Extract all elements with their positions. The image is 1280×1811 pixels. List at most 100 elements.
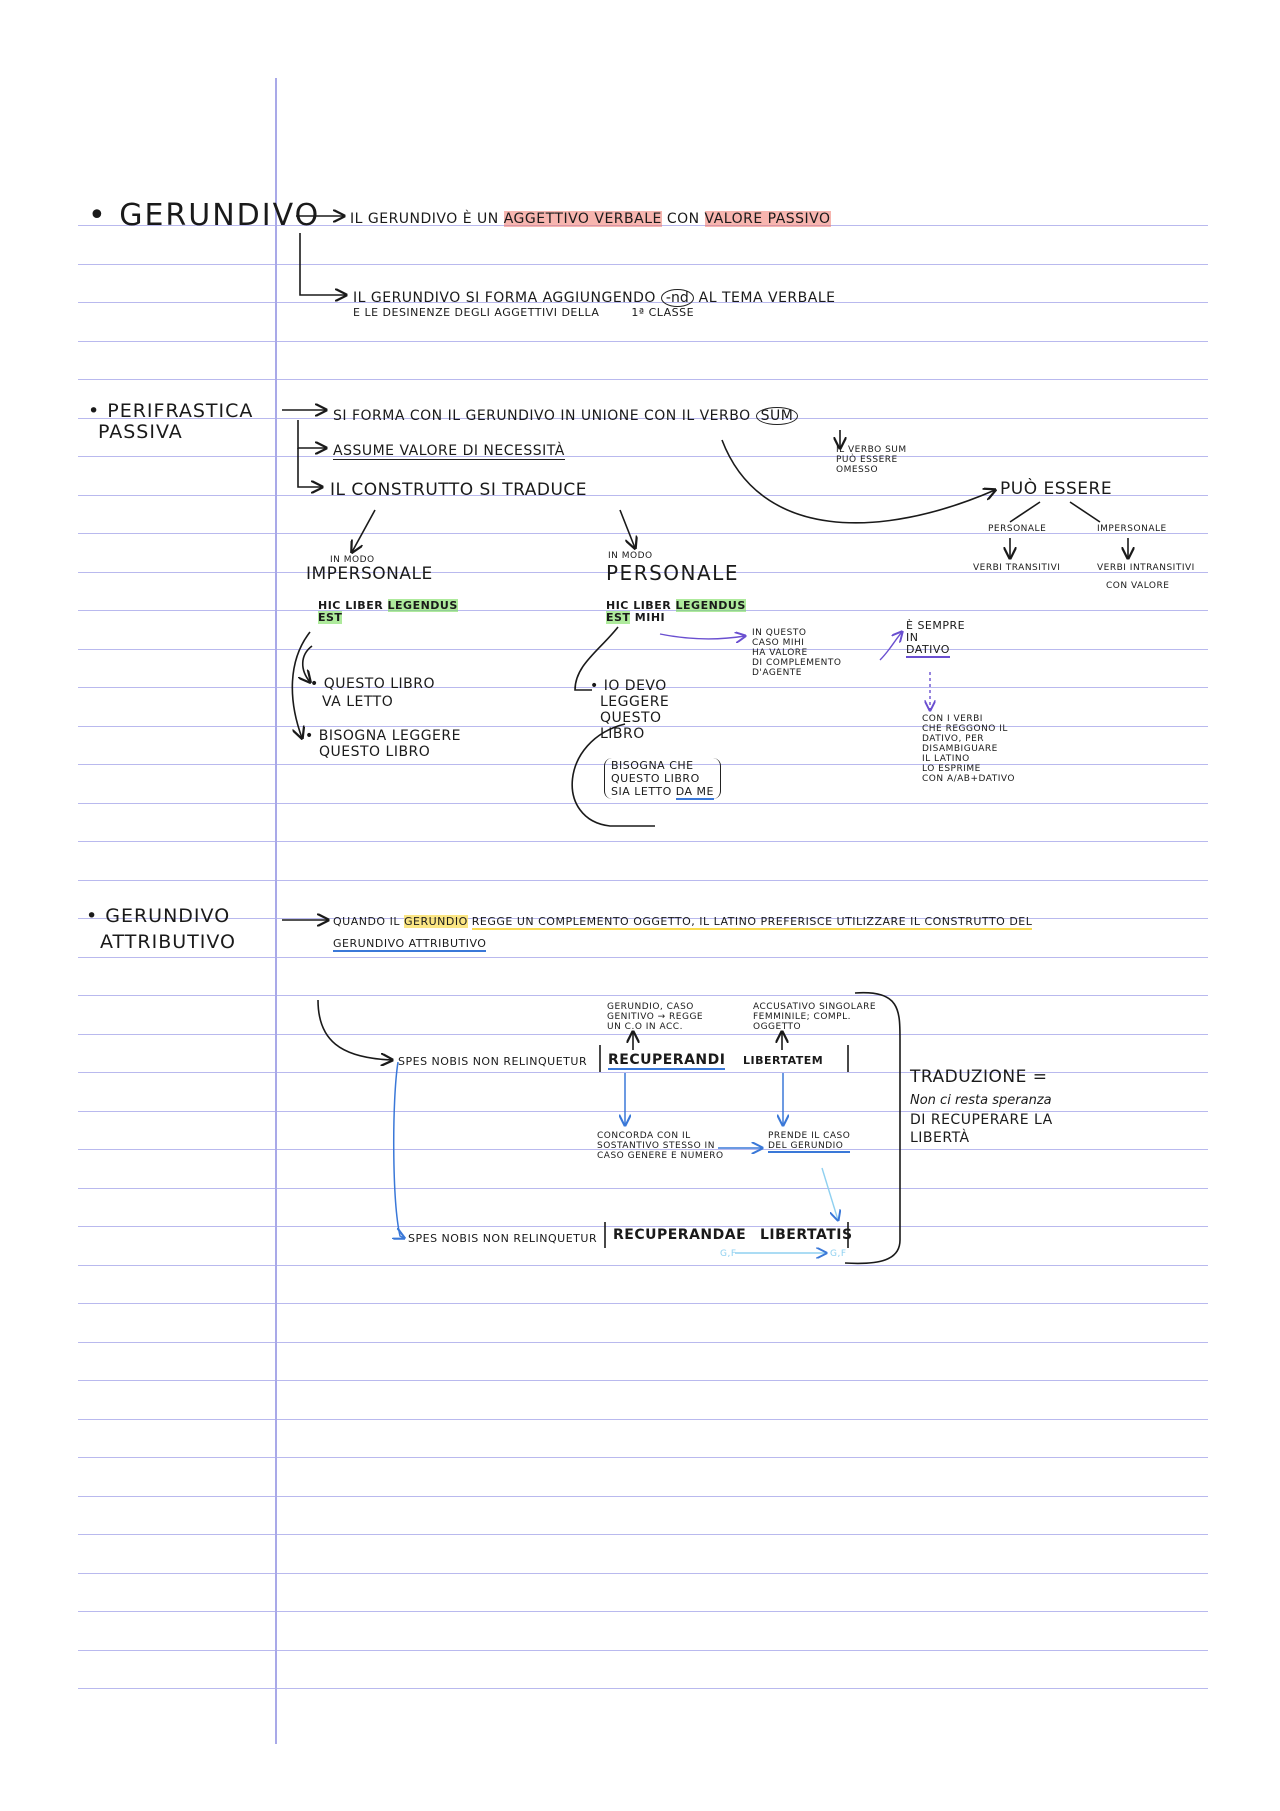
ruled-line <box>78 495 1208 496</box>
gerundivo-line-3: E LE DESINENZE DEGLI AGGETTIVI DELLA 1ª … <box>353 307 694 319</box>
gf-label: G,F <box>720 1249 737 1259</box>
ruled-line <box>78 1072 1208 1073</box>
note-gerundio-caso: GERUNDIO, CASO GENITIVO → REGGE UN C.O I… <box>607 1002 703 1032</box>
hic-liber-text: HIC LIBER <box>606 599 672 612</box>
ruled-line <box>78 841 1208 842</box>
nd-circle: -nd <box>660 289 694 307</box>
gerundivo-line-1-un: UN <box>477 211 499 227</box>
sum-circle: SUM <box>755 407 799 425</box>
hic-liber-impersonale: HIC LIBER LEGENDUS EST <box>318 599 458 624</box>
note-line: SIA LETTO <box>611 785 672 798</box>
gerundivo-line-3-text: E LE DESINENZE DEGLI AGGETTIVI DELLA <box>353 306 600 319</box>
est-highlight: EST <box>606 611 631 624</box>
ruled-line <box>78 1265 1208 1266</box>
note-line: GERUNDIO, CASO <box>607 1002 694 1012</box>
note-line: UN C.O IN ACC. <box>607 1022 683 1032</box>
note-line: CHE REGGONO IL <box>922 724 1008 734</box>
arrow-to-impersonale <box>352 509 376 552</box>
ruled-line <box>78 880 1208 881</box>
ruled-line <box>78 1188 1208 1189</box>
questo-libro-translation: • QUESTO LIBRO VA LETTO <box>310 675 435 711</box>
gerundivo-line-3-classe: 1ª CLASSE <box>631 306 695 319</box>
note-line: QUESTO LIBRO <box>611 772 700 785</box>
traduzione-line-2: DI RECUPERARE LA <box>910 1112 1053 1128</box>
curve-io-devo <box>574 626 619 691</box>
ruled-line <box>78 918 1208 919</box>
dativo-underlined: DATIVO <box>906 643 950 658</box>
ruled-line <box>78 1342 1208 1343</box>
margin-line <box>275 78 277 1744</box>
note-line: GENITIVO → REGGE <box>607 1012 704 1022</box>
translation-line: • QUESTO LIBRO <box>310 676 436 692</box>
gerundivo-attributivo-underlined: GERUNDIVO ATTRIBUTIVO <box>333 937 487 952</box>
verbi-transitivi: VERBI TRANSITIVI <box>973 563 1061 573</box>
loop-io-devo <box>571 723 655 827</box>
perifrastica-line-3: IL CONSTRUTTO SI TRADUCE <box>330 480 588 500</box>
personale-small: PERSONALE <box>988 524 1047 534</box>
note-line: SOSTANTIVO STESSO IN <box>597 1141 715 1151</box>
ruled-line <box>78 1534 1208 1535</box>
in-modo-personale-label: IN MODO <box>608 551 653 561</box>
in-modo-impersonale-label: IN MODO <box>330 555 375 565</box>
ruled-line <box>78 1688 1208 1689</box>
perifrastica-line-1-text: SI FORMA CON IL GERUNDIVO IN UNIONE CON … <box>333 408 751 424</box>
ruled-line <box>78 726 1208 727</box>
ruled-line <box>78 649 1208 650</box>
arrow-perifrastica-2 <box>297 420 326 448</box>
gerundivo-line-1: IL GERUNDIVO È UN AGGETTIVO VERBALE CON … <box>350 211 831 227</box>
ruled-line <box>78 1611 1208 1612</box>
perifrastica-line-1: SI FORMA CON IL GERUNDIVO IN UNIONE CON … <box>333 407 799 425</box>
note-line: DI COMPLEMENTO <box>752 658 842 668</box>
note-line: È SEMPRE <box>906 619 966 632</box>
traduzione-line-3: LIBERTÀ <box>910 1130 970 1146</box>
sempre-dativo: È SEMPRE IN DATIVO <box>906 619 966 658</box>
note-line: BISOGNA CHE <box>611 759 694 772</box>
note-line: D'AGENTE <box>752 668 802 678</box>
impersonale-small: IMPERSONALE <box>1097 524 1167 534</box>
note-line: CON I VERBI <box>922 714 983 724</box>
impersonale-heading: IMPERSONALE <box>306 564 433 584</box>
note-line: CON A/AB+DATIVO <box>922 774 1015 784</box>
spes-line-2: SPES NOBIS NON RELINQUETUR <box>408 1232 598 1245</box>
recuperandae: RECUPERANDAE <box>613 1227 747 1243</box>
ruled-line <box>78 1419 1208 1420</box>
note-line: PRENDE IL CASO <box>768 1131 851 1141</box>
branch-personale <box>1009 501 1041 523</box>
ruled-line <box>78 302 1208 303</box>
est-highlight: EST <box>318 611 343 624</box>
translation-line: • IO DEVO <box>590 678 667 694</box>
note-line: IN QUESTO <box>752 628 807 638</box>
note-line: CASO GENERE E NUMERO <box>597 1151 724 1161</box>
sum-note-line: OMESSO <box>836 465 879 475</box>
note-line: IN <box>906 631 919 644</box>
personale-heading: PERSONALE <box>606 561 739 585</box>
mihi-text: MIHI <box>634 611 666 624</box>
curve-to-puo-essere <box>721 439 995 524</box>
translation-line: VA LETTO <box>322 694 394 710</box>
translation-line: QUESTO LIBRO <box>319 744 431 760</box>
ruled-line <box>78 572 1208 573</box>
spes-line-1: SPES NOBIS NON RELINQUETUR <box>398 1055 588 1068</box>
note-accusativo: ACCUSATIVO SINGOLARE FEMMINILE; COMPL. O… <box>753 1002 876 1032</box>
note-line: LO ESPRIME <box>922 764 981 774</box>
curve-attributivo <box>317 999 392 1060</box>
ruled-line <box>78 1226 1208 1227</box>
libertatem: LIBERTATEM <box>743 1054 824 1067</box>
ruled-line <box>78 957 1208 958</box>
note-concorda: CONCORDA CON IL SOSTANTIVO STESSO IN CAS… <box>597 1131 724 1161</box>
da-me-underlined: DA ME <box>675 785 714 800</box>
ruled-line <box>78 1650 1208 1651</box>
note-line: HA VALORE <box>752 648 808 658</box>
mihi-note: IN QUESTO CASO MIHI HA VALORE DI COMPLEM… <box>752 628 841 678</box>
ruled-line <box>78 341 1208 342</box>
legendus-highlight: LEGENDUS <box>675 599 746 612</box>
ruled-lines <box>78 0 1208 1811</box>
translation-line: LIBRO <box>600 726 645 742</box>
section-title-gerundivo: • GERUNDIVO <box>88 198 321 233</box>
ruled-line <box>78 764 1208 765</box>
sum-note-line: IL VERBO SUM <box>836 445 907 455</box>
io-devo-translation: • IO DEVO LEGGERE QUESTO LIBRO <box>590 678 669 742</box>
section-title-attributivo: ATTRIBUTIVO <box>100 931 236 953</box>
puo-essere: PUÒ ESSERE <box>1000 479 1113 499</box>
ruled-line <box>78 1457 1208 1458</box>
